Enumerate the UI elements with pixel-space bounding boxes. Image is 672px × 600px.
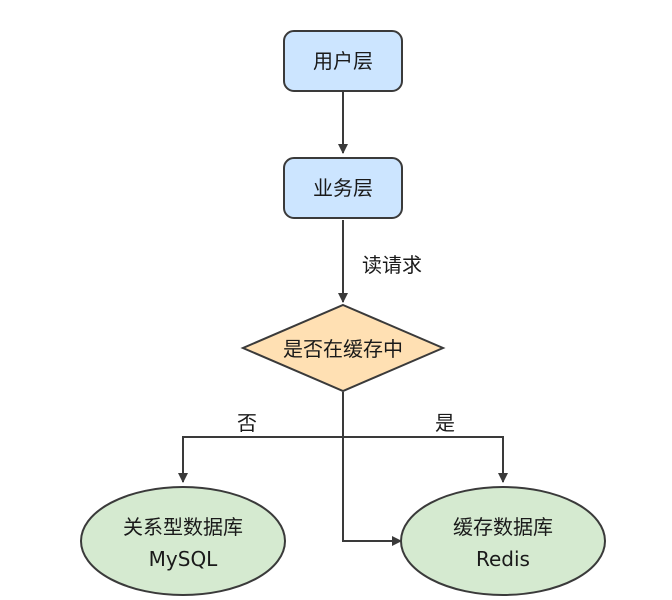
cache-check-label: 是否在缓存中 bbox=[283, 337, 403, 361]
cache-db-node: 缓存数据库 Redis bbox=[400, 486, 606, 596]
read-request-label: 读请求 bbox=[362, 253, 422, 277]
user-layer-node: 用户层 bbox=[283, 30, 403, 92]
relational-db-label-line1: 关系型数据库 bbox=[123, 515, 243, 539]
edge-no-to-mysql bbox=[178, 392, 344, 483]
relational-db-node: 关系型数据库 MySQL bbox=[80, 486, 286, 596]
edge-yes-to-redis bbox=[343, 436, 508, 483]
relational-db-label-line2: MySQL bbox=[149, 547, 219, 571]
user-layer-label: 用户层 bbox=[313, 49, 373, 73]
cache-db-label-line2: Redis bbox=[476, 547, 530, 571]
no-branch-label: 否 bbox=[237, 411, 257, 435]
cache-db-label-line1: 缓存数据库 bbox=[453, 515, 553, 539]
yes-branch-label: 是 bbox=[435, 411, 455, 435]
edge-center-to-redis bbox=[342, 437, 402, 546]
business-layer-node: 业务层 bbox=[283, 157, 403, 219]
business-layer-label: 业务层 bbox=[313, 176, 373, 200]
cache-check-decision: 是否在缓存中 bbox=[240, 303, 446, 393]
